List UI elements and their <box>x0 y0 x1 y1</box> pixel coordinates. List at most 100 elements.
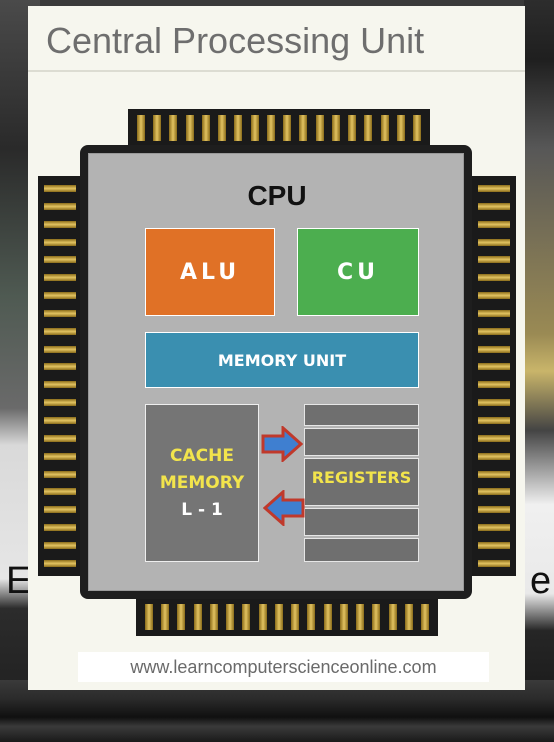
pin <box>478 488 510 496</box>
pin <box>478 399 510 407</box>
pin <box>44 309 76 317</box>
pin <box>226 604 235 630</box>
cpu-die: CPU ALU CU MEMORY UNIT CACHE MEMORY L - … <box>88 153 464 591</box>
pin <box>44 363 76 371</box>
pin <box>169 115 178 141</box>
cpu-label: CPU <box>247 180 307 211</box>
pin <box>478 416 510 424</box>
pin <box>380 115 389 141</box>
pin <box>274 604 283 630</box>
pin <box>372 604 381 630</box>
pin <box>266 115 275 141</box>
background-bottom <box>0 680 554 742</box>
alu-label: ALU <box>179 259 241 285</box>
pin <box>44 327 76 335</box>
pin <box>478 238 510 246</box>
pins-right <box>472 176 516 576</box>
pin <box>44 524 76 532</box>
pin <box>291 604 300 630</box>
pin <box>478 202 510 210</box>
pins-bottom <box>136 598 438 636</box>
background-letter-right: e <box>530 560 552 602</box>
pin <box>44 488 76 496</box>
pin <box>161 604 170 630</box>
pin <box>478 256 510 264</box>
pin <box>44 452 76 460</box>
pin <box>478 434 510 442</box>
pin <box>388 604 397 630</box>
footer-box: www.learncomputerscienceonline.com <box>78 652 489 682</box>
pin <box>339 604 348 630</box>
pin <box>420 604 429 630</box>
pin <box>44 202 76 210</box>
pin <box>44 256 76 264</box>
pin <box>348 115 357 141</box>
pin <box>201 115 210 141</box>
pin <box>44 292 76 300</box>
pin <box>478 327 510 335</box>
pin <box>478 309 510 317</box>
pin <box>315 115 324 141</box>
pin <box>44 345 76 353</box>
pin <box>478 452 510 460</box>
pin <box>44 506 76 514</box>
pin <box>331 115 340 141</box>
pin <box>299 115 308 141</box>
pin <box>44 416 76 424</box>
pin <box>44 399 76 407</box>
pin <box>478 363 510 371</box>
register-row <box>304 404 419 426</box>
pin <box>478 292 510 300</box>
title-divider <box>28 70 525 72</box>
pin <box>44 470 76 478</box>
cache-memory-block: CACHE MEMORY L - 1 <box>145 404 259 562</box>
memory-unit-label: MEMORY UNIT <box>217 350 347 370</box>
pin <box>283 115 292 141</box>
pin <box>44 559 76 567</box>
pin <box>44 274 76 282</box>
slide: Central Processing Unit CPU ALU CU MEMOR… <box>28 6 525 690</box>
pin <box>258 604 267 630</box>
pin <box>478 345 510 353</box>
cpu-chip: CPU ALU CU MEMORY UNIT CACHE MEMORY L - … <box>80 145 472 599</box>
pin <box>185 115 194 141</box>
register-row <box>304 538 419 562</box>
pin <box>478 506 510 514</box>
pin <box>478 524 510 532</box>
register-row <box>304 458 419 506</box>
pin <box>234 115 243 141</box>
pin <box>323 604 332 630</box>
pin <box>177 604 186 630</box>
cache-to-registers-arrow <box>261 426 303 462</box>
pin <box>356 604 365 630</box>
pins-left <box>38 176 82 576</box>
pin <box>478 274 510 282</box>
register-row <box>304 508 419 536</box>
pin <box>145 604 153 630</box>
pin <box>478 185 510 192</box>
background-letter-left: E <box>6 560 32 602</box>
pin <box>44 238 76 246</box>
pin <box>153 115 162 141</box>
pin <box>44 185 76 192</box>
cache-label-line2: MEMORY <box>159 472 245 493</box>
pin <box>44 220 76 228</box>
pin <box>44 434 76 442</box>
cu-label: CU <box>336 259 379 285</box>
footer-url: www.learncomputerscienceonline.com <box>130 657 437 677</box>
pin <box>44 381 76 389</box>
register-row <box>304 428 419 456</box>
pin <box>209 604 218 630</box>
pin <box>478 470 510 478</box>
pin <box>478 381 510 389</box>
registers-label: REGISTERS <box>311 468 412 487</box>
pin <box>364 115 373 141</box>
pin <box>250 115 259 141</box>
cache-label-line3: L - 1 <box>181 499 223 520</box>
cu-block: CU <box>297 228 419 316</box>
slide-title: Central Processing Unit <box>46 20 425 61</box>
pin <box>412 115 421 141</box>
pin <box>193 604 202 630</box>
pin <box>396 115 405 141</box>
pins-top <box>128 109 430 147</box>
